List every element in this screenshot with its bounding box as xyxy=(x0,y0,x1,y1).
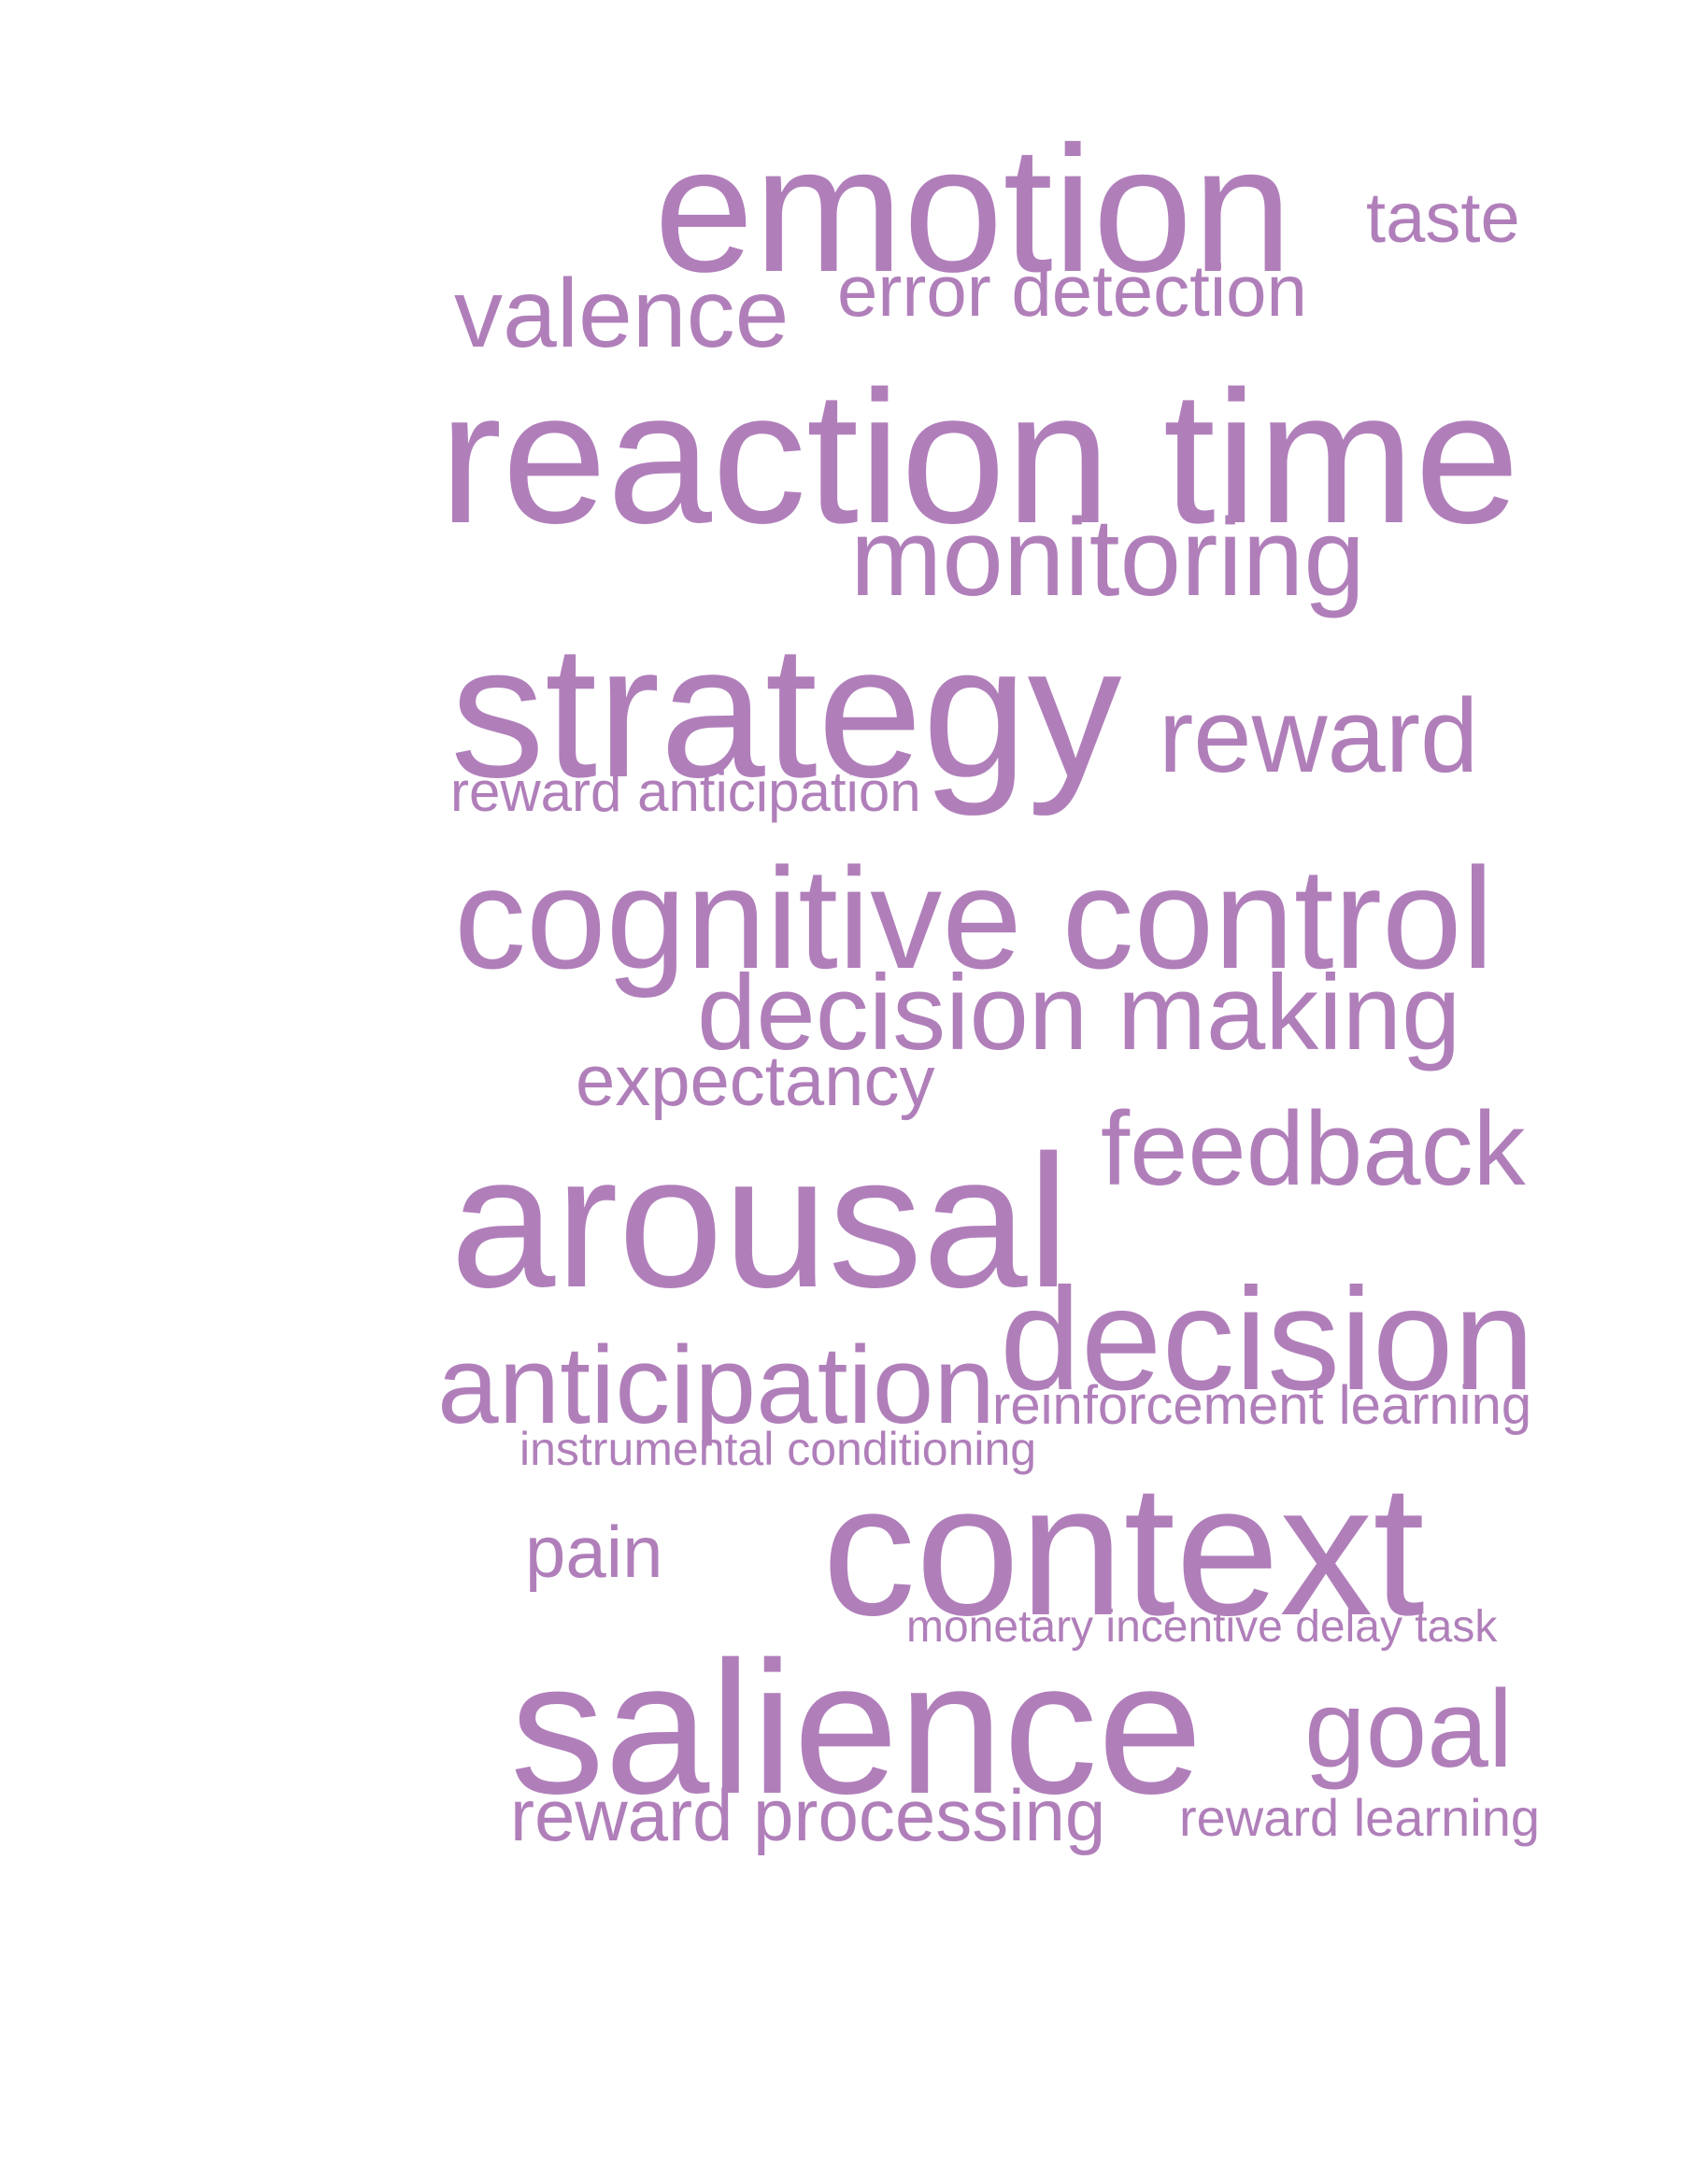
word-reward: reward xyxy=(1159,677,1479,794)
word-reward-anticipation: reward anticipation xyxy=(450,760,921,823)
word-monitoring: monitoring xyxy=(850,496,1365,619)
word-expectancy: expectancy xyxy=(576,1042,935,1121)
word-context: context xyxy=(822,1446,1425,1654)
word-monetary-incentive-delay-task: monetary incentive delay task xyxy=(906,1602,1498,1652)
word-reward-learning: reward learning xyxy=(1179,1788,1540,1847)
word-salience: salience xyxy=(510,1622,1203,1833)
word-instrumental-conditioning: instrumental conditioning xyxy=(520,1423,1037,1475)
word-strategy: strategy xyxy=(450,605,1122,816)
word-cognitive-control: cognitive control xyxy=(454,838,1494,999)
word-valence: valence xyxy=(454,260,790,368)
word-decision: decision xyxy=(1000,1258,1535,1421)
word-reaction-time: reaction time xyxy=(439,351,1520,562)
word-feedback: feedback xyxy=(1101,1090,1526,1207)
word-arousal: arousal xyxy=(450,1115,1070,1327)
word-reinforcement-learning: reinforcement learning xyxy=(992,1375,1532,1436)
word-pain: pain xyxy=(525,1511,663,1593)
word-reward-processing: reward processing xyxy=(510,1774,1106,1856)
word-taste: taste xyxy=(1366,178,1520,258)
word-decision-making: decision making xyxy=(697,954,1461,1072)
word-error-detection: error detection xyxy=(837,249,1307,332)
word-anticipation: anticipation xyxy=(437,1324,995,1447)
word-emotion: emotion xyxy=(654,108,1293,309)
word-goal: goal xyxy=(1304,1668,1514,1791)
